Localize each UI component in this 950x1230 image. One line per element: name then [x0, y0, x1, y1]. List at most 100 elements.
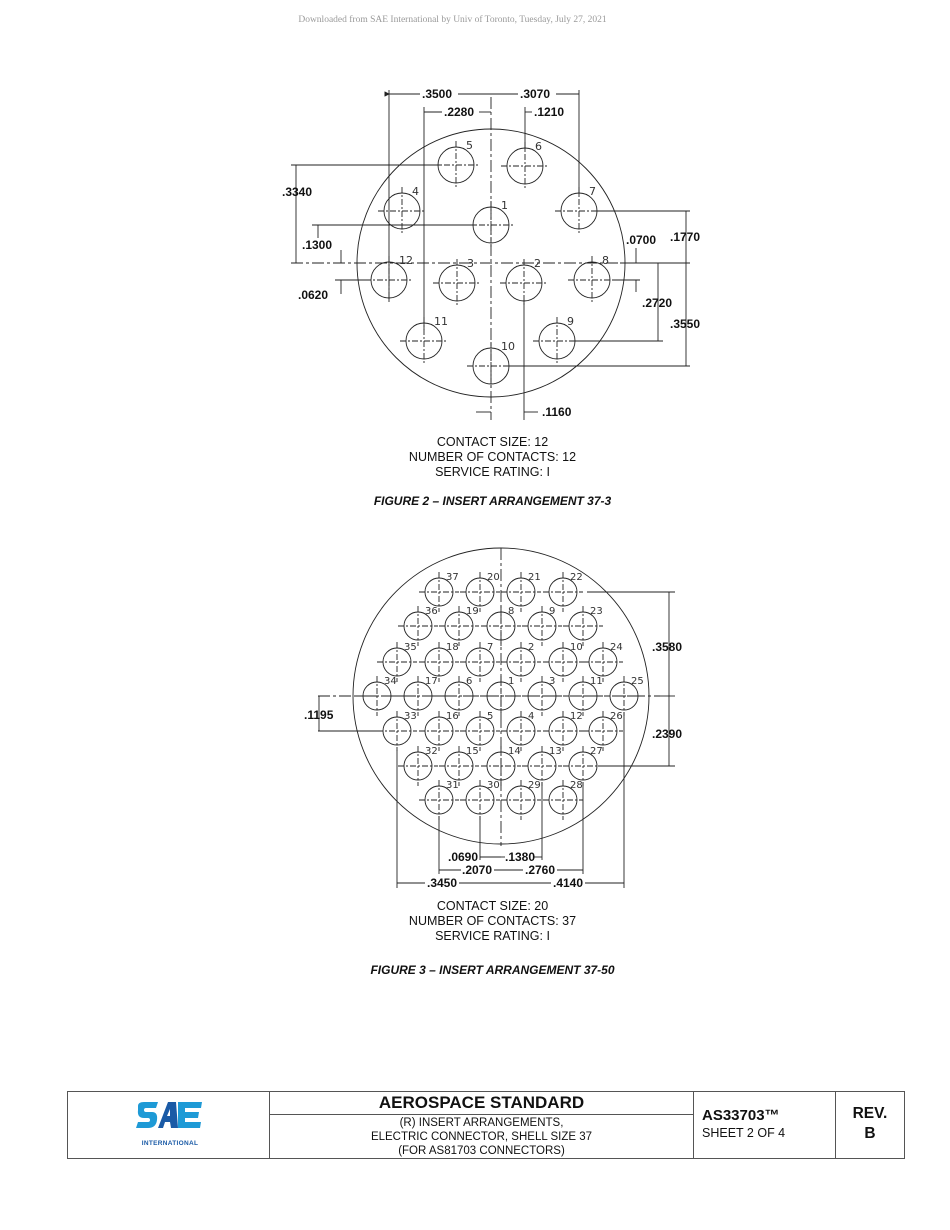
dim-1160: .1160	[542, 405, 572, 419]
contact-cavity: 21	[501, 572, 541, 612]
download-watermark: Downloaded from SAE International by Uni…	[298, 15, 607, 25]
subtitle-line-3: (FOR AS81703 CONNECTORS)	[398, 1145, 565, 1157]
contact-number-label: 30	[487, 780, 500, 791]
contact-cavity: 6	[439, 676, 479, 716]
contact-number-label: 2	[528, 642, 534, 653]
dim-2070: .2070	[462, 863, 492, 877]
figure-3-number-of-contacts: NUMBER OF CONTACTS: 37	[408, 914, 577, 928]
contact-number-label: 9	[567, 315, 574, 328]
contact-number-label: 10	[570, 642, 583, 653]
contact-number-label: 3	[467, 257, 474, 270]
dim-0620: .0620	[298, 288, 328, 302]
contact-number-label: 7	[589, 185, 596, 198]
contact-number-label: 24	[610, 642, 623, 653]
dim-1210: .1210	[534, 105, 564, 119]
contact-number-label: 5	[487, 711, 493, 722]
contact-cavity: 13	[522, 746, 562, 786]
dim-3070: .3070	[520, 87, 550, 101]
subtitle-line-1: (R) INSERT ARRANGEMENTS,	[399, 1117, 564, 1129]
contact-number-label: 6	[535, 140, 542, 153]
contact-cavity: 30	[460, 780, 500, 820]
dim-3340: .3340	[282, 185, 312, 199]
contact-cavity: 14	[481, 746, 521, 786]
contact-number-label: 8	[602, 254, 609, 267]
contact-cavity: 24	[583, 642, 623, 682]
contact-cavity: 37	[419, 572, 459, 612]
contact-number-label: 33	[404, 711, 417, 722]
contact-number-label: 8	[508, 606, 514, 617]
contact-number-label: 2	[534, 257, 541, 270]
contact-number-label: 23	[590, 606, 603, 617]
contact-cavity: 29	[501, 780, 541, 820]
document-number: AS33703™	[702, 1107, 780, 1124]
dim-4140: .4140	[553, 876, 583, 890]
contact-number-label: 13	[549, 746, 562, 757]
contact-number-label: 19	[466, 606, 479, 617]
contact-number-label: 11	[590, 676, 603, 687]
contact-number-label: 3	[549, 676, 555, 687]
contact-number-label: 15	[466, 746, 479, 757]
dim-0700: .0700	[626, 233, 656, 247]
contact-cavity: 26	[583, 711, 623, 751]
contact-number-label: 29	[528, 780, 541, 791]
contact-cavity: 16	[419, 711, 459, 751]
contact-number-label: 1	[508, 676, 514, 687]
document-type-heading: AEROSPACE STANDARD	[270, 1092, 693, 1115]
dim-3550: .3550	[670, 317, 700, 331]
contact-cavity: 2	[501, 642, 541, 682]
dim-1380: .1380	[505, 850, 535, 864]
contact-cavity: 15	[439, 746, 479, 786]
contact-cavity: 32	[398, 746, 438, 786]
subtitle-line-2: ELECTRIC CONNECTOR, SHELL SIZE 37	[370, 1131, 593, 1143]
dim-3500: .3500	[422, 87, 452, 101]
contact-number-label: 28	[570, 780, 583, 791]
contact-number-label: 16	[446, 711, 459, 722]
contact-number-label: 37	[446, 572, 459, 583]
contact-cavity: 7	[460, 642, 500, 682]
dim-1195: .1195	[304, 708, 334, 722]
contact-cavity: 10	[467, 340, 515, 390]
contact-number-label: 7	[487, 642, 493, 653]
figure-3-service-rating: SERVICE RATING: I	[435, 929, 550, 943]
dim-2720: .2720	[642, 296, 672, 310]
contact-number-label: 11	[434, 315, 448, 328]
contact-cavity: 3	[522, 676, 562, 716]
dim-2280: .2280	[444, 105, 474, 119]
contact-cavity: 36	[398, 606, 438, 646]
sae-logo-text: INTERNATIONAL	[141, 1140, 199, 1147]
contact-number-label: 1	[501, 199, 508, 212]
contact-number-label: 27	[590, 746, 603, 757]
contact-number-label: 12	[399, 254, 413, 267]
title-block-logo-cell: INTERNATIONAL	[68, 1092, 270, 1158]
contact-cavity: 23	[563, 606, 603, 646]
contact-number-label: 25	[631, 676, 644, 687]
sheet-number: SHEET 2 OF 4	[702, 1126, 786, 1140]
figure-2-service-rating: SERVICE RATING: I	[435, 465, 550, 479]
figure-2-title: FIGURE 2 – INSERT ARRANGEMENT 37-3	[373, 494, 612, 508]
contact-number-label: 6	[466, 676, 472, 687]
title-block-title-cell: AEROSPACE STANDARD (R) INSERT ARRANGEMEN…	[270, 1092, 694, 1158]
document-subtitle: (R) INSERT ARRANGEMENTS, ELECTRIC CONNEC…	[270, 1115, 693, 1158]
dim-1300: .1300	[302, 238, 332, 252]
contact-cavity: 9	[522, 606, 562, 646]
contact-number-label: 4	[528, 711, 534, 722]
figure-3-contact-size: CONTACT SIZE: 20	[436, 899, 549, 913]
contact-number-label: 34	[384, 676, 397, 687]
contact-number-label: 20	[487, 572, 500, 583]
figure-3-title: FIGURE 3 – INSERT ARRANGEMENT 37-50	[370, 963, 615, 977]
dim-3450: .3450	[427, 876, 457, 890]
contact-cavity: 35	[377, 642, 417, 682]
dim-2760: .2760	[525, 863, 555, 877]
sae-logo: INTERNATIONAL	[136, 1102, 204, 1147]
contact-number-label: 5	[466, 139, 473, 152]
title-block-rev-cell: REV. B	[836, 1092, 904, 1158]
contact-number-label: 10	[501, 340, 515, 353]
dim-1770: .1770	[670, 230, 700, 244]
dim-0690: .0690	[448, 850, 478, 864]
contact-cavity: 5	[460, 711, 500, 751]
figure-2-specs: CONTACT SIZE: 12 NUMBER OF CONTACTS: 12 …	[0, 435, 950, 480]
contact-cavity: 11	[563, 676, 603, 716]
